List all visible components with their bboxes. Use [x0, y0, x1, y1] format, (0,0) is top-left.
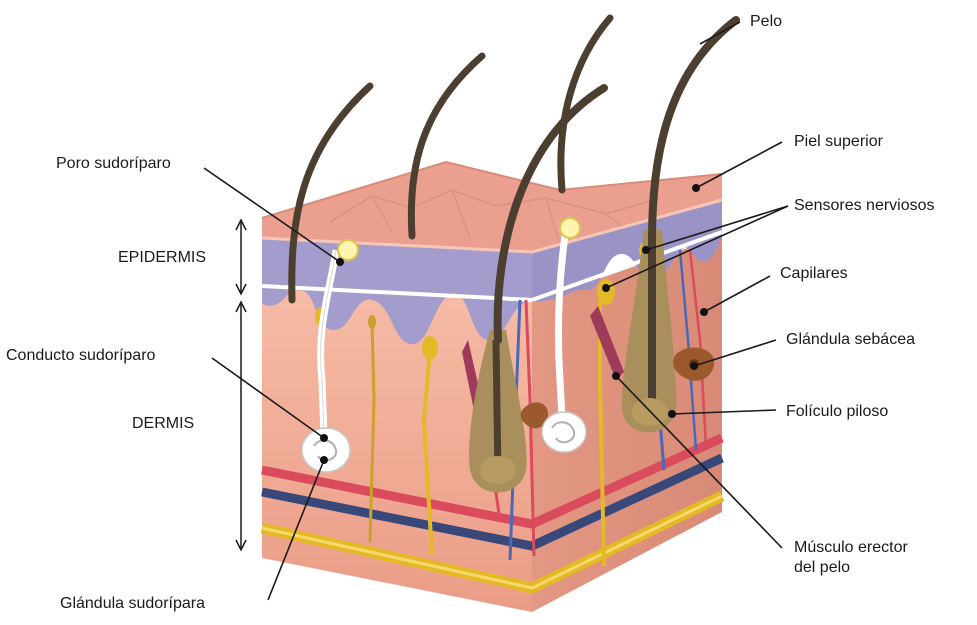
label-capilares: Capilares	[780, 265, 848, 282]
label-del-pelo: del pelo	[794, 559, 850, 576]
label-musculo-erector: Músculo erector	[794, 539, 908, 556]
label-pelo: Pelo	[750, 13, 782, 30]
dermis-bracket	[236, 302, 246, 550]
label-glandula-sudoripara: Glándula sudorípara	[60, 595, 205, 612]
label-conducto-sudoriparo: Conducto sudoríparo	[6, 347, 156, 364]
label-sensores-nerviosos: Sensores nerviosos	[794, 197, 935, 214]
label-poro-sudoriparo: Poro sudoríparo	[56, 155, 171, 172]
label-piel-superior: Piel superior	[794, 133, 884, 150]
label-glandula-sebacea: Glándula sebácea	[786, 331, 915, 348]
skin-block	[262, 18, 736, 612]
label-foliculo-piloso: Folículo piloso	[786, 403, 888, 420]
label-dermis: DERMIS	[132, 415, 194, 432]
epidermis-bracket	[236, 220, 246, 294]
label-epidermis: EPIDERMIS	[118, 249, 206, 266]
